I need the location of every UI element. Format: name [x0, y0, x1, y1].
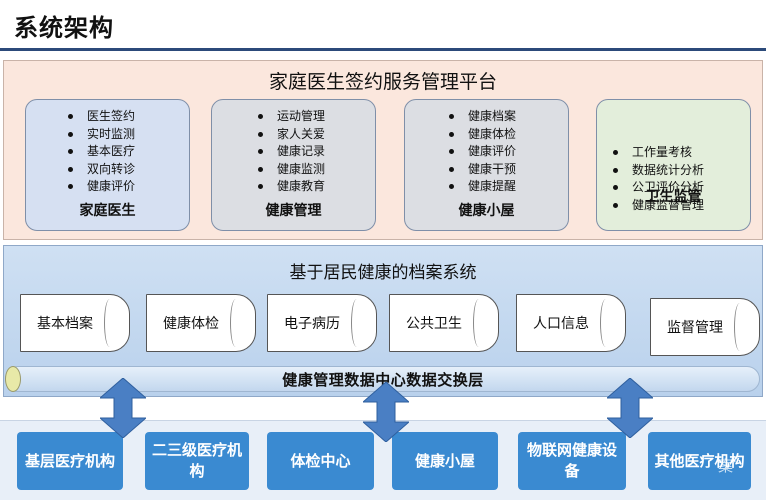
module-name: 健康小屋 — [458, 203, 515, 219]
store-health-checkup[interactable]: 健康体检 — [146, 294, 256, 352]
module-name: 健康管理 — [265, 203, 322, 219]
exchange-layer-cap — [5, 366, 21, 392]
bullet-icon — [449, 149, 454, 154]
module-item: 健康监测 — [212, 161, 375, 179]
module-item: 工作量考核 — [597, 144, 750, 162]
source-secondary-tertiary[interactable]: 二三级医疗机构 — [145, 432, 249, 490]
module-item: 医生签约 — [26, 108, 189, 126]
module-item: 健康评价 — [405, 143, 568, 161]
page-title: 系统架构 — [14, 14, 114, 42]
bullet-icon — [449, 166, 454, 172]
module-name: 卫生监管 — [645, 189, 702, 205]
platform-title: 家庭医生签约服务管理平台 — [268, 71, 497, 93]
bullet-icon — [68, 184, 73, 189]
module-health-management[interactable]: 运动管理 家人关爱 健康记录 健康监测 健康教育 健康管理 — [211, 99, 376, 231]
module-item: 健康教育 — [212, 178, 375, 196]
bullet-icon — [613, 185, 618, 190]
archive-title: 基于居民健康的档案系统 — [289, 263, 477, 283]
bullet-icon — [68, 149, 73, 154]
source-iot-devices[interactable]: 物联网健康设备 — [518, 432, 626, 490]
module-item: 健康体检 — [405, 126, 568, 144]
double-arrow-icon — [607, 378, 653, 438]
module-items: 健康档案 健康体检 健康评价 健康干预 健康提醒 — [405, 108, 568, 196]
module-items: 医生签约 实时监测 基本医疗 双向转诊 健康评价 — [26, 108, 189, 196]
double-arrow-icon — [363, 382, 409, 442]
bullet-icon — [258, 184, 263, 189]
bullet-icon — [68, 114, 73, 119]
bullet-icon — [449, 114, 454, 119]
source-checkup-center[interactable]: 体检中心 — [267, 432, 374, 490]
double-arrow-icon — [100, 378, 146, 438]
module-item: 健康监督管理 — [597, 197, 750, 215]
bullet-icon — [68, 131, 73, 137]
module-items: 运动管理 家人关爱 健康记录 健康监测 健康教育 — [212, 108, 375, 196]
module-item: 公卫评价分析 — [597, 179, 750, 197]
bullet-icon — [258, 114, 263, 119]
module-item: 双向转诊 — [26, 161, 189, 179]
store-emr[interactable]: 电子病历 — [267, 294, 377, 352]
module-item: 健康档案 — [405, 108, 568, 126]
module-item: 健康干预 — [405, 161, 568, 179]
bullet-icon — [613, 167, 618, 173]
bullet-icon — [613, 150, 618, 155]
platform-panel: 家庭医生签约服务管理平台 医生签约 实时监测 基本医疗 双向转诊 健康评价 家庭… — [3, 60, 763, 240]
store-basic-records[interactable]: 基本档案 — [20, 294, 130, 352]
module-item: 健康提醒 — [405, 178, 568, 196]
title-divider — [0, 48, 766, 51]
source-primary-care[interactable]: 基层医疗机构 — [17, 432, 123, 490]
exchange-layer-label: 健康管理数据中心数据交换层 — [282, 371, 484, 389]
module-item: 基本医疗 — [26, 143, 189, 161]
bullet-icon — [449, 184, 454, 189]
module-items: 工作量考核 数据统计分析 公卫评价分析 健康监督管理 — [597, 144, 750, 214]
module-family-doctor[interactable]: 医生签约 实时监测 基本医疗 双向转诊 健康评价 家庭医生 — [25, 99, 190, 231]
module-item: 实时监测 — [26, 126, 189, 144]
bullet-icon — [449, 131, 454, 137]
bullet-icon — [258, 131, 263, 137]
module-name: 家庭医生 — [79, 203, 136, 219]
module-item: 数据统计分析 — [597, 162, 750, 180]
module-item: 健康评价 — [26, 178, 189, 196]
store-population[interactable]: 人口信息 — [516, 294, 626, 352]
module-item: 运动管理 — [212, 108, 375, 126]
module-item: 家人关爱 — [212, 126, 375, 144]
bullet-icon — [68, 166, 73, 172]
store-supervision[interactable]: 监督管理 — [650, 298, 760, 356]
store-public-health[interactable]: 公共卫生 — [389, 294, 499, 352]
source-other-institutions[interactable]: 其他医疗机构 — [648, 432, 751, 490]
bullet-icon — [258, 166, 263, 172]
source-health-hut[interactable]: 健康小屋 — [392, 432, 498, 490]
watermark-text: 案 — [718, 457, 734, 475]
module-item: 健康记录 — [212, 143, 375, 161]
bullet-icon — [258, 149, 263, 154]
module-health-hut[interactable]: 健康档案 健康体检 健康评价 健康干预 健康提醒 健康小屋 — [404, 99, 569, 231]
bullet-icon — [613, 202, 618, 208]
module-health-supervision[interactable]: 工作量考核 数据统计分析 公卫评价分析 健康监督管理 卫生监管 — [596, 99, 751, 231]
watermark: 案 — [650, 455, 733, 476]
